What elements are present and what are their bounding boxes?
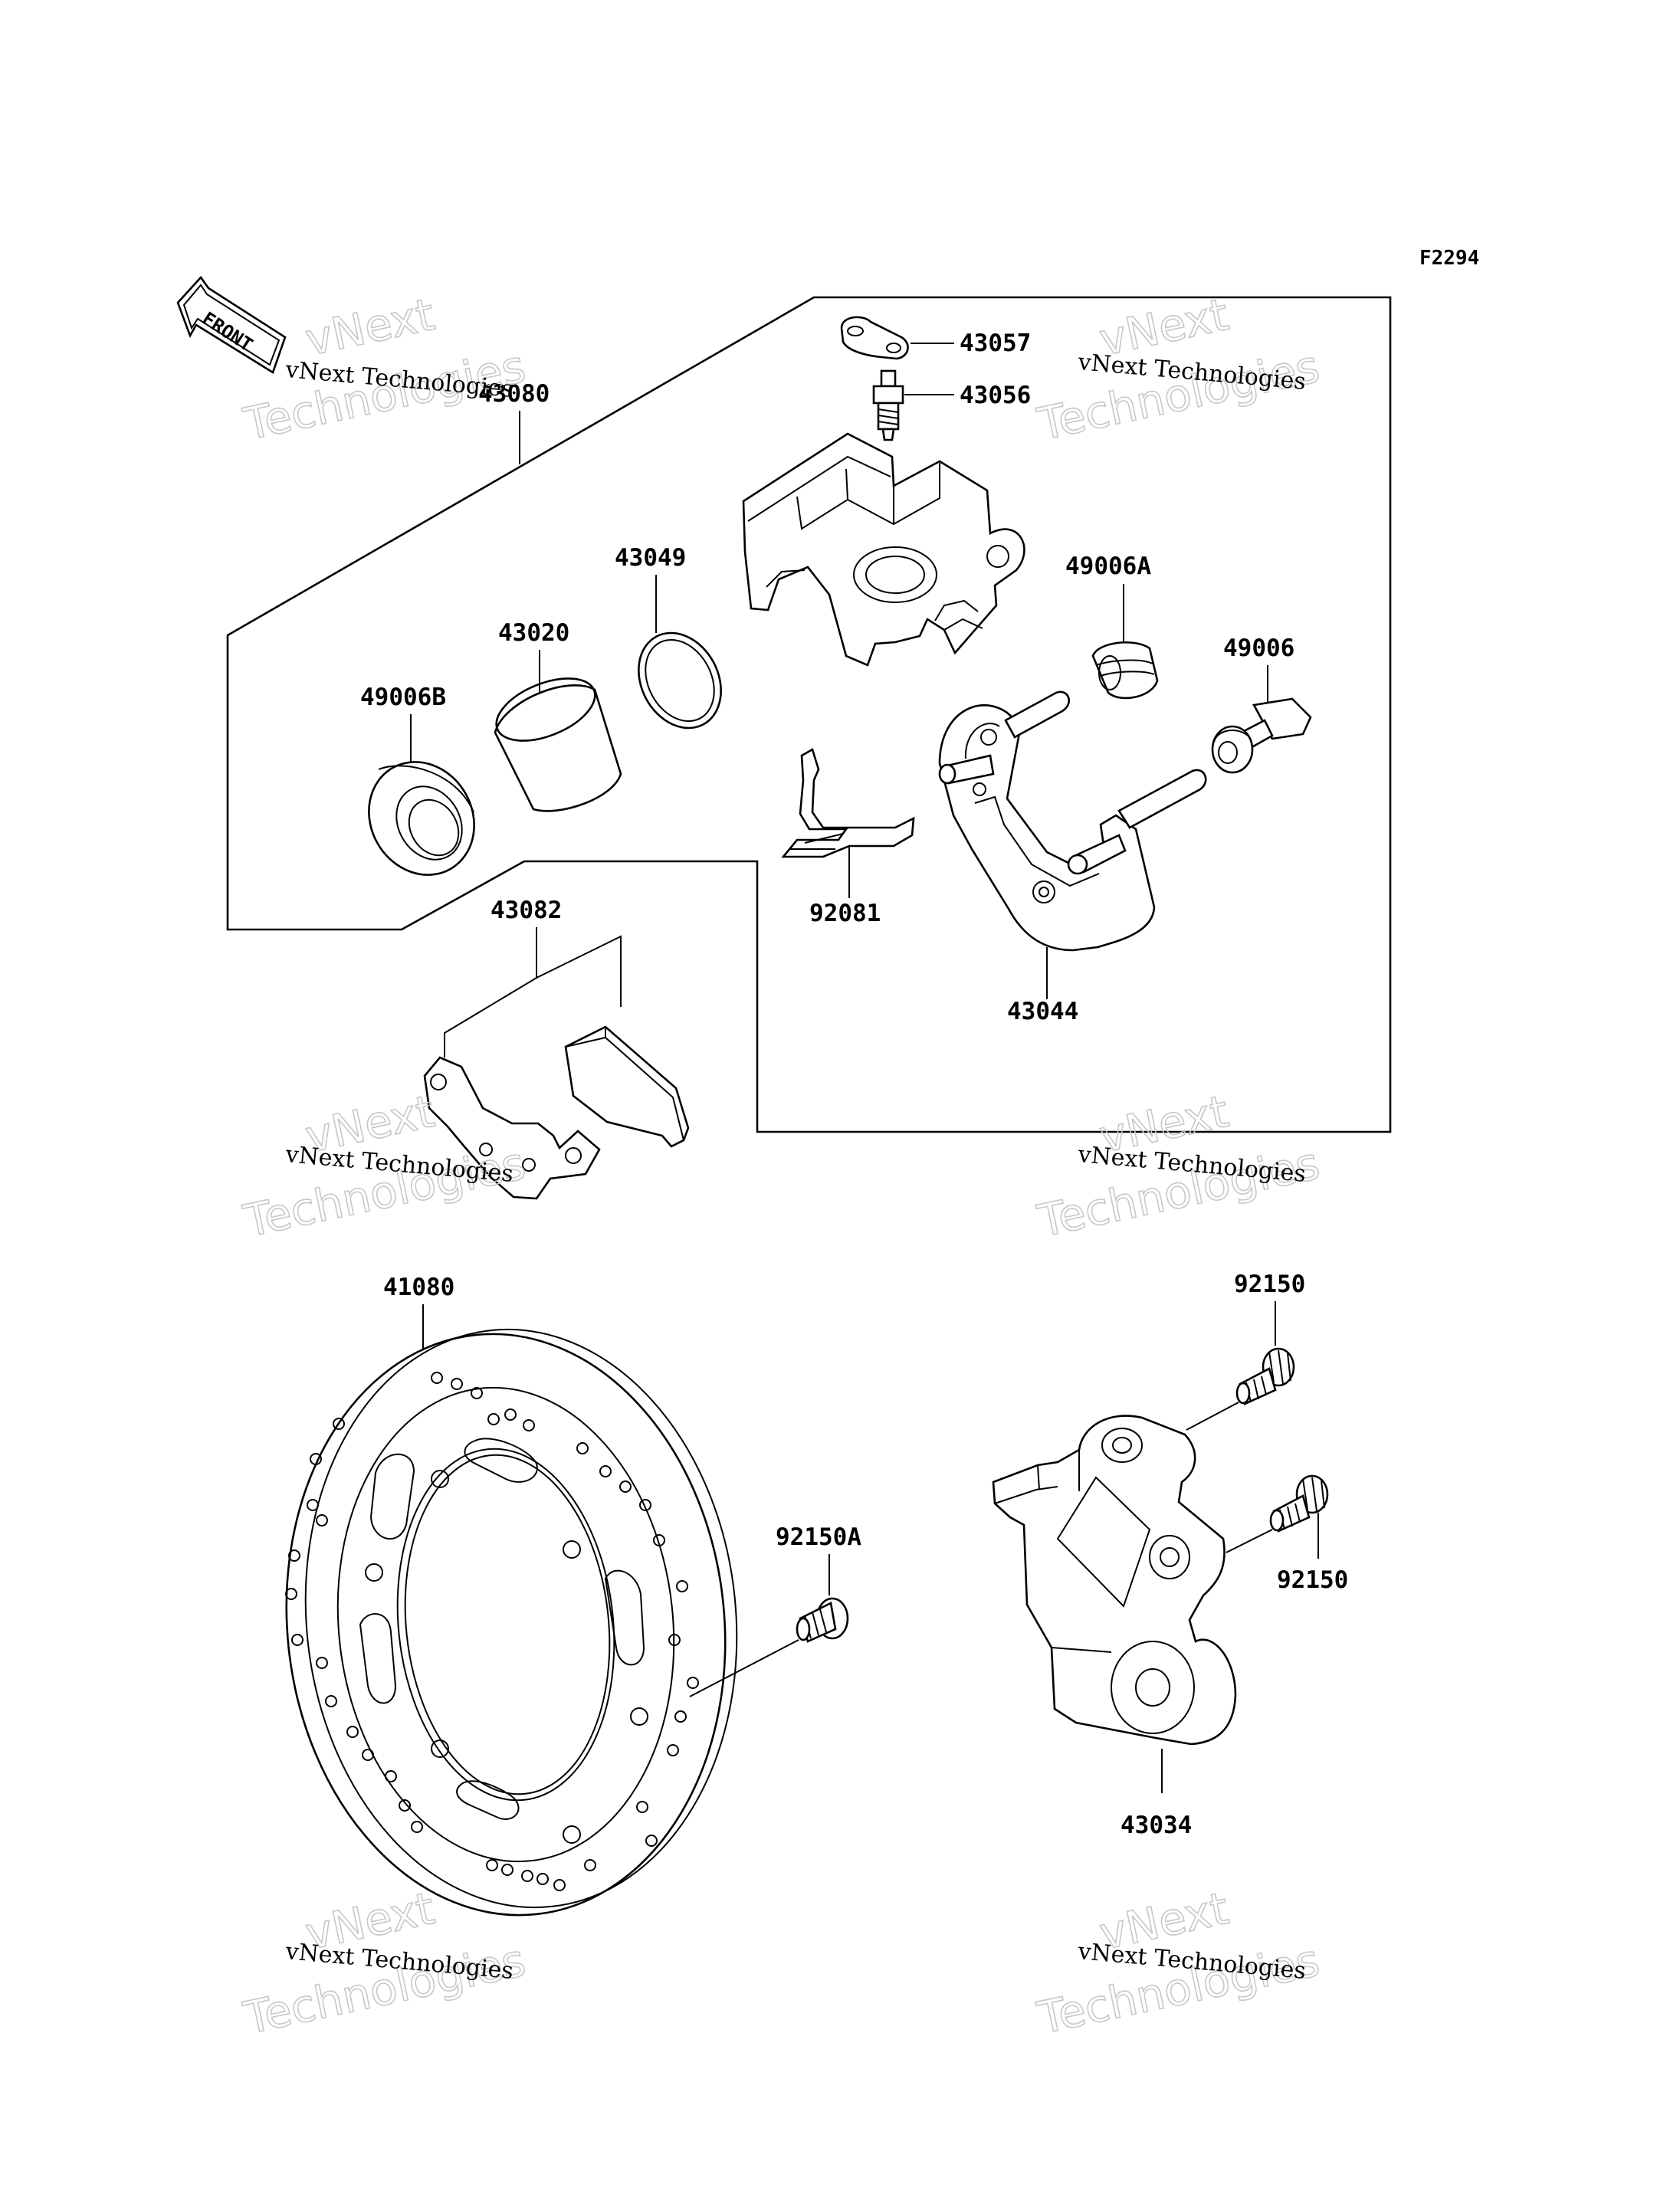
brake-disc <box>285 1328 738 1917</box>
label-92081: 92081 <box>809 900 881 927</box>
front-arrow-icon: FRONT <box>176 275 287 374</box>
label-43044: 43044 <box>1007 998 1078 1025</box>
label-43082: 43082 <box>491 897 562 924</box>
label-41080: 41080 <box>383 1274 454 1301</box>
label-49006A: 49006A <box>1065 553 1151 580</box>
piston-seal <box>638 631 722 730</box>
bleeder-valve <box>872 369 904 441</box>
piston-oil-seal <box>368 761 475 876</box>
svg-text:Technologies: Technologies <box>1033 340 1324 451</box>
label-43020: 43020 <box>498 619 569 647</box>
caliper-piston <box>494 677 622 812</box>
label-92150A: 92150A <box>776 1523 861 1551</box>
label-43034: 43034 <box>1121 1812 1192 1839</box>
watermark-top-left: vNext Technologies vNext Technologies <box>238 287 530 451</box>
figure-code: F2294 <box>1419 247 1479 270</box>
label-92150-top: 92150 <box>1234 1271 1305 1298</box>
label-43049: 43049 <box>615 544 686 572</box>
svg-text:vNext: vNext <box>301 288 439 366</box>
bleeder-cap <box>840 316 909 360</box>
label-43056: 43056 <box>960 382 1031 409</box>
caliper-pin-bolt <box>1211 697 1312 774</box>
caliper-body <box>742 432 1025 667</box>
label-43057: 43057 <box>960 330 1031 357</box>
label-49006: 49006 <box>1223 635 1294 662</box>
label-43080: 43080 <box>478 380 550 408</box>
caliper-mounting-bracket <box>992 1415 1237 1746</box>
bracket-bolt-lower <box>1269 1474 1329 1533</box>
watermark-top-right: vNext Technologies vNext Technologies <box>1032 287 1324 451</box>
caliper-assembly-outline <box>226 296 1392 1133</box>
disc-mounting-bolt <box>796 1597 849 1643</box>
bracket-bolt-upper <box>1235 1347 1295 1405</box>
watermark-mid-right: vNext Technologies vNext Technologies <box>1032 1084 1324 1248</box>
caliper-bracket <box>938 690 1207 952</box>
dust-boot <box>1091 641 1159 700</box>
watermark-bottom-right: vNext Technologies vNext Technologies <box>1032 1881 1324 2045</box>
label-92150-mid: 92150 <box>1277 1566 1348 1594</box>
disc-cooling-holes <box>285 1372 699 1891</box>
label-49006B: 49006B <box>360 684 446 711</box>
brake-pad-inner <box>423 1056 601 1200</box>
brake-pad-outer <box>564 1025 690 1148</box>
pad-spring <box>781 748 915 858</box>
